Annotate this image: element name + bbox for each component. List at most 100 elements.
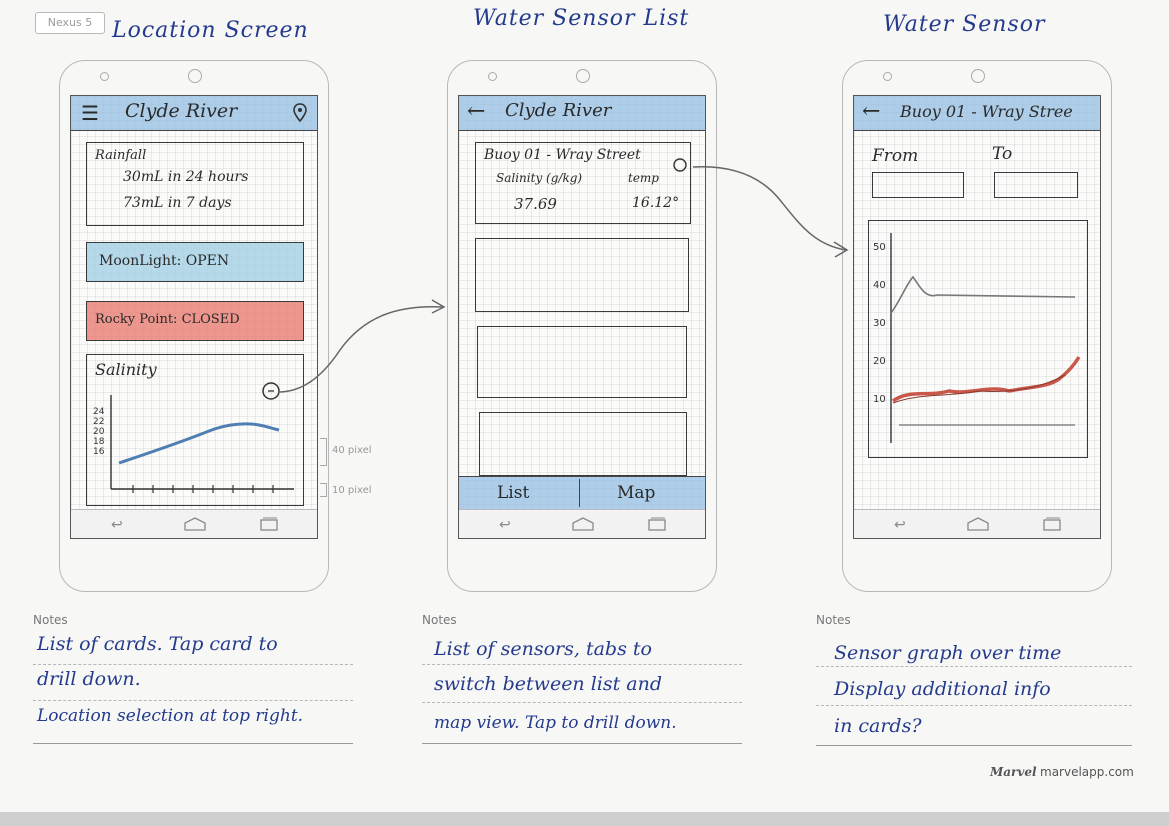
nav-home-icon[interactable]	[966, 517, 990, 531]
marvel-logo: Marvel	[990, 765, 1037, 779]
nav-recents-icon[interactable]	[647, 517, 667, 531]
water-sensor-list-screen: ← Clyde River Buoy 01 - Wray Street Sali…	[458, 95, 706, 539]
from-date-field[interactable]	[872, 172, 964, 198]
rainfall-7d: 73mL in 7 days	[123, 195, 232, 211]
note-rule	[816, 745, 1132, 746]
location-screen: ☰ Clyde River Rainfall 30mL in 24 hours …	[70, 95, 318, 539]
front-camera	[488, 72, 497, 81]
heading-location-screen: Location Screen	[112, 18, 309, 43]
tick-50: 50	[873, 242, 886, 253]
nav-back-icon[interactable]: ↩	[894, 517, 906, 533]
rocky-point-status: Rocky Point: CLOSED	[95, 312, 240, 327]
tick-30: 30	[873, 318, 886, 329]
salinity-label: Salinity	[95, 360, 157, 379]
nav-back-icon[interactable]: ↩	[111, 517, 123, 533]
phone-water-sensor: ← Buoy 01 - Wray Stree From To 50 40 30 …	[842, 60, 1112, 592]
temp-label: temp	[628, 171, 659, 185]
to-label: To	[992, 144, 1013, 164]
location-pin-icon[interactable]	[293, 103, 307, 123]
heading-water-sensor-list: Water Sensor List	[473, 6, 690, 31]
tab-list[interactable]: List	[497, 483, 530, 503]
tab-bar: List Map	[459, 476, 705, 511]
note-line: map view. Tap to drill down.	[434, 713, 677, 733]
note-line: Display additional info	[834, 678, 1051, 700]
app-bar-title: Clyde River	[505, 100, 612, 121]
speaker	[971, 69, 985, 83]
heading-water-sensor: Water Sensor	[883, 12, 1046, 37]
nav-home-icon[interactable]	[183, 517, 207, 531]
note-rule	[33, 664, 353, 665]
app-bar: ← Buoy 01 - Wray Stree	[854, 96, 1100, 131]
footer-url[interactable]: marvelapp.com	[1040, 765, 1134, 779]
device-tag: Nexus 5	[35, 12, 105, 34]
note-rule	[33, 743, 353, 744]
salinity-y-ticks: 24 22 20 18 16	[93, 407, 104, 457]
system-nav-bar: ↩	[71, 509, 317, 538]
expand-icon[interactable]	[672, 157, 688, 173]
app-bar-title: Buoy 01 - Wray Stree	[900, 102, 1073, 121]
rainfall-card[interactable]: Rainfall 30mL in 24 hours 73mL in 7 days	[86, 142, 304, 226]
note-rule	[422, 702, 742, 703]
annot-bracket-10	[320, 483, 327, 497]
moonlight-card[interactable]: MoonLight: OPEN	[86, 242, 304, 282]
nav-recents-icon[interactable]	[1042, 517, 1062, 531]
front-camera	[883, 72, 892, 81]
note-line: in cards?	[834, 715, 922, 737]
phone-water-sensor-list: ← Clyde River Buoy 01 - Wray Street Sali…	[447, 60, 717, 592]
tick-20: 20	[873, 356, 886, 367]
tick-20: 20	[93, 427, 105, 437]
from-label: From	[872, 146, 919, 166]
sensor-card-empty[interactable]	[475, 238, 689, 312]
salinity-card[interactable]: Salinity 24 22 20 18 16	[86, 354, 304, 506]
tick-22: 22	[93, 417, 105, 427]
system-nav-bar: ↩	[459, 509, 705, 538]
note-line: Location selection at top right.	[37, 706, 304, 726]
app-bar: ☰ Clyde River	[71, 96, 317, 131]
note-line: List of sensors, tabs to	[434, 638, 652, 660]
temp-value: 16.12°	[632, 195, 680, 211]
menu-icon[interactable]: ☰	[81, 101, 99, 125]
nav-back-icon[interactable]: ↩	[499, 517, 511, 533]
tick-18: 18	[93, 437, 105, 447]
tick-40: 40	[873, 280, 886, 291]
app-bar: ← Clyde River	[459, 96, 705, 131]
notes-label: Notes	[816, 613, 851, 627]
annot-bracket-40	[320, 438, 327, 466]
expand-icon[interactable]	[261, 381, 281, 401]
buoy-title: Buoy 01 - Wray Street	[484, 147, 641, 163]
notes-label: Notes	[422, 613, 457, 627]
rainfall-label: Rainfall	[95, 148, 147, 163]
note-rule	[816, 666, 1132, 667]
moonlight-status: MoonLight: OPEN	[99, 253, 230, 269]
speaker	[576, 69, 590, 83]
note-rule	[422, 743, 742, 744]
tick-24: 24	[93, 407, 105, 417]
note-line: List of cards. Tap card to	[37, 633, 278, 655]
sensor-card-empty[interactable]	[477, 326, 687, 398]
salinity-value: 37.69	[514, 195, 557, 213]
tab-divider	[579, 479, 580, 507]
sensor-graph	[890, 233, 1081, 443]
page-bottom-edge	[0, 812, 1169, 826]
tab-map[interactable]: Map	[617, 483, 656, 503]
note-line: switch between list and	[434, 673, 663, 695]
water-sensor-screen: ← Buoy 01 - Wray Stree From To 50 40 30 …	[853, 95, 1101, 539]
back-arrow-icon[interactable]: ←	[862, 99, 881, 124]
rocky-point-card[interactable]: Rocky Point: CLOSED	[86, 301, 304, 341]
tick-10: 10	[873, 394, 886, 405]
speaker	[188, 69, 202, 83]
sensor-graph-card[interactable]: 50 40 30 20 10	[868, 220, 1088, 458]
annot-10-pixel: 10 pixel	[332, 485, 372, 496]
back-arrow-icon[interactable]: ←	[467, 99, 486, 124]
note-rule	[33, 700, 353, 701]
rainfall-24h: 30mL in 24 hours	[123, 169, 249, 185]
sensor-card-empty[interactable]	[479, 412, 687, 476]
note-rule	[816, 705, 1132, 706]
nav-home-icon[interactable]	[571, 517, 595, 531]
tick-16: 16	[93, 447, 105, 457]
graph-y-ticks: 50 40 30 20 10	[873, 229, 886, 419]
nav-recents-icon[interactable]	[259, 517, 279, 531]
to-date-field[interactable]	[994, 172, 1078, 198]
sensor-card-buoy-01[interactable]: Buoy 01 - Wray Street Salinity (g/kg) te…	[475, 142, 691, 224]
